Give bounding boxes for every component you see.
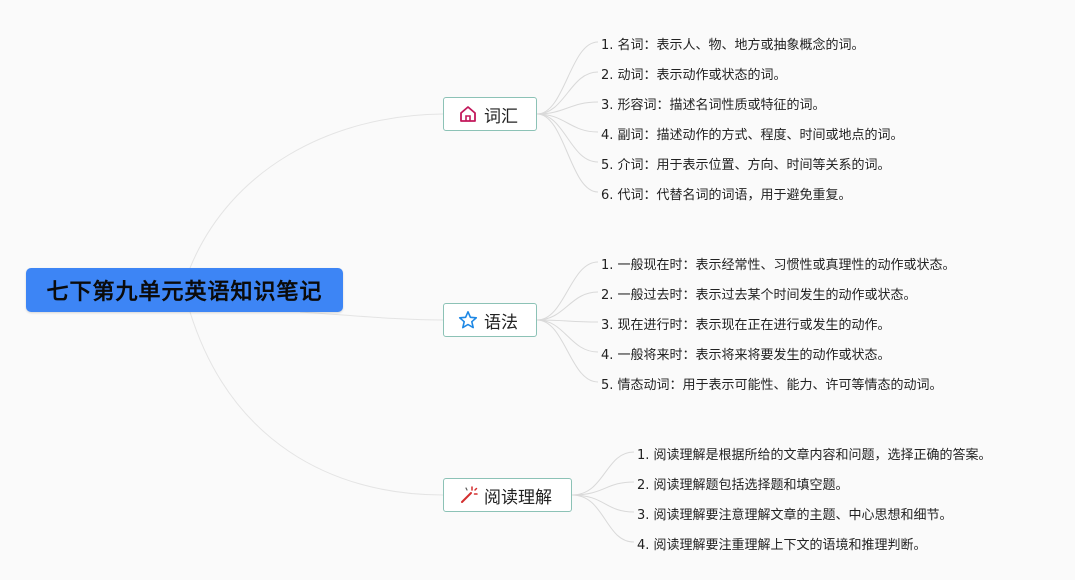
list-item: 2. 动词：表示动作或状态的词。 (601, 68, 787, 83)
star-icon (458, 311, 478, 329)
list-item: 2. 阅读理解题包括选择题和填空题。 (637, 478, 849, 493)
list-item: 3. 阅读理解要注意理解文章的主题、中心思想和细节。 (637, 508, 953, 523)
list-item: 6. 代词：代替名词的词语，用于避免重复。 (601, 188, 852, 203)
topic-label: 阅读理解 (484, 487, 552, 508)
topic-reading[interactable]: 阅读理解 (443, 478, 572, 512)
list-item: 3. 形容词：描述名词性质或特征的词。 (601, 98, 826, 113)
list-item: 5. 情态动词：用于表示可能性、能力、许可等情态的动词。 (601, 378, 943, 393)
root-title: 七下第九单元英语知识笔记 (46, 280, 323, 305)
list-item: 4. 副词：描述动作的方式、程度、时间或地点的词。 (601, 128, 904, 143)
list-item: 4. 一般将来时：表示将来将要发生的动作或状态。 (601, 348, 891, 363)
list-item: 4. 阅读理解要注重理解上下文的语境和推理判断。 (637, 538, 927, 553)
list-item: 2. 一般过去时：表示过去某个时间发生的动作或状态。 (601, 288, 917, 303)
list-item: 3. 现在进行时：表示现在正在进行或发生的动作。 (601, 318, 891, 333)
topic-grammar[interactable]: 语法 (443, 303, 537, 337)
magic-wand-icon (461, 486, 478, 503)
root-topic[interactable]: 七下第九单元英语知识笔记 (26, 268, 343, 312)
list-item: 5. 介词：用于表示位置、方向、时间等关系的词。 (601, 158, 891, 173)
topic-label: 词汇 (484, 106, 518, 127)
list-item: 1. 名词：表示人、物、地方或抽象概念的词。 (601, 38, 865, 53)
topic-label: 语法 (484, 312, 518, 333)
list-item: 1. 一般现在时：表示经常性、习惯性或真理性的动作或状态。 (601, 258, 956, 273)
topic-vocabulary[interactable]: 词汇 (443, 97, 537, 131)
list-item: 1. 阅读理解是根据所给的文章内容和问题，选择正确的答案。 (637, 448, 992, 463)
home-icon (460, 106, 476, 122)
